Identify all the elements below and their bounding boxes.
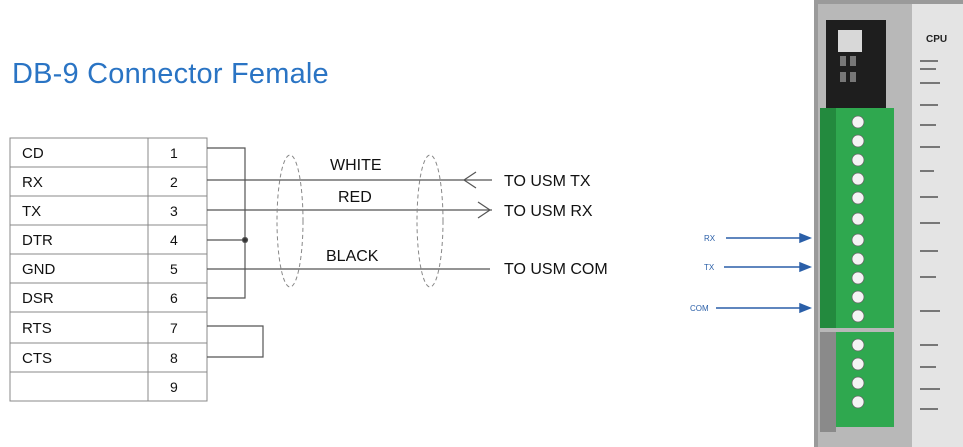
diagram-title: DB-9 Connector Female (12, 58, 329, 90)
pin-num-1: 1 (170, 145, 178, 161)
dest-label-usm-tx: TO USM TX (504, 173, 591, 190)
pin-num-3: 3 (170, 203, 178, 219)
pin-table: CD RX TX DTR GND DSR RTS CTS 1 2 3 4 5 6… (9, 137, 208, 402)
jumper-7-8 (207, 325, 264, 358)
dest-label-usm-com: TO USM COM (504, 261, 608, 278)
pin-name-cts: CTS (22, 350, 52, 367)
cpu-module: CPU (814, 0, 963, 447)
cpu-label: CPU (926, 34, 947, 45)
pin-num-4: 4 (170, 232, 178, 248)
cable-wires (207, 179, 490, 270)
pin-name-rts: RTS (22, 320, 52, 337)
module-arrow-tx (724, 261, 813, 273)
pin-name-dtr: DTR (22, 232, 53, 249)
pin-num-7: 7 (170, 320, 178, 336)
pin-name-gnd: GND (22, 261, 56, 278)
screw-terminals (851, 115, 865, 409)
jumper-1-4-6 (207, 147, 249, 299)
wire-label-white: WHITE (330, 157, 382, 174)
module-arrow-rx (726, 232, 813, 244)
pin-name-dsr: DSR (22, 290, 54, 307)
pin-num-2: 2 (170, 174, 178, 190)
cable-shield-left (276, 154, 304, 288)
pin-name-tx: TX (22, 203, 41, 220)
arrow-to-usm-tx (462, 171, 492, 189)
pin-name-rx: RX (22, 174, 43, 191)
module-label-rx: RX (704, 234, 716, 243)
dest-label-usm-rx: TO USM RX (504, 203, 593, 220)
pin-num-6: 6 (170, 290, 178, 306)
wire-label-black: BLACK (326, 248, 379, 265)
arrow-to-usm-rx (462, 201, 492, 219)
module-arrow-com (716, 302, 813, 314)
pin-num-8: 8 (170, 350, 178, 366)
pin-num-9: 9 (170, 379, 178, 395)
wire-label-red: RED (338, 189, 372, 206)
pin-name-cd: CD (22, 145, 44, 162)
cable-shield-right (416, 154, 444, 288)
pin-num-5: 5 (170, 261, 178, 277)
module-label-com: COM (690, 304, 709, 313)
module-label-tx: TX (704, 263, 715, 272)
